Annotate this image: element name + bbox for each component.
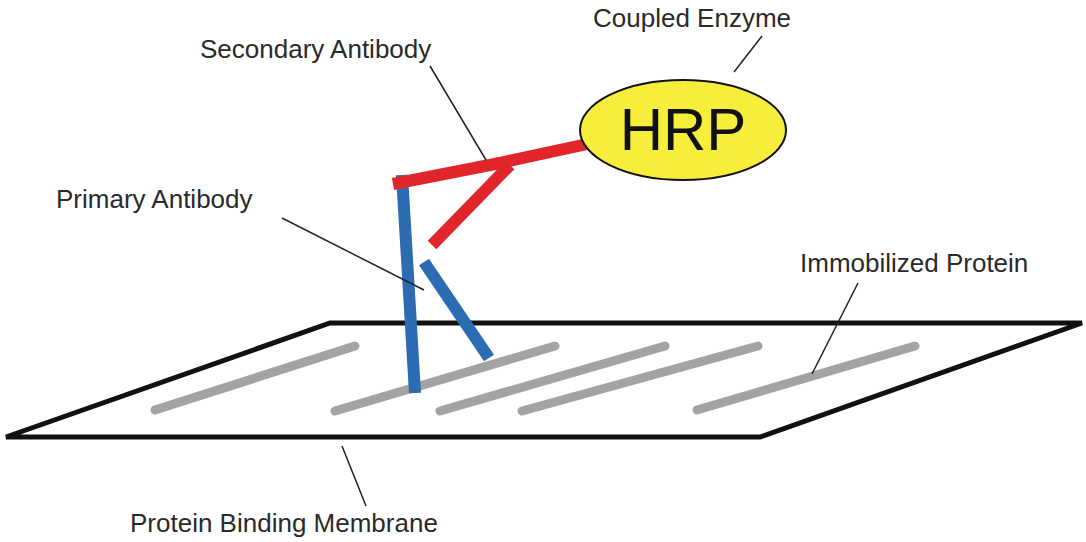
callout-label: Coupled Enzyme	[593, 5, 791, 31]
callout-label: Primary Antibody	[56, 186, 253, 212]
enzyme-label: HRP	[620, 100, 747, 160]
enzyme-ellipse: HRP	[578, 78, 788, 182]
leader-lines	[282, 36, 858, 506]
callout-label: Immobilized Protein	[800, 250, 1028, 276]
membrane	[6, 323, 1082, 437]
protein-bands	[155, 346, 915, 411]
secondary-antibody	[393, 143, 592, 245]
callout-label: Protein Binding Membrane	[130, 510, 438, 536]
callout-label: Secondary Antibody	[200, 36, 431, 62]
